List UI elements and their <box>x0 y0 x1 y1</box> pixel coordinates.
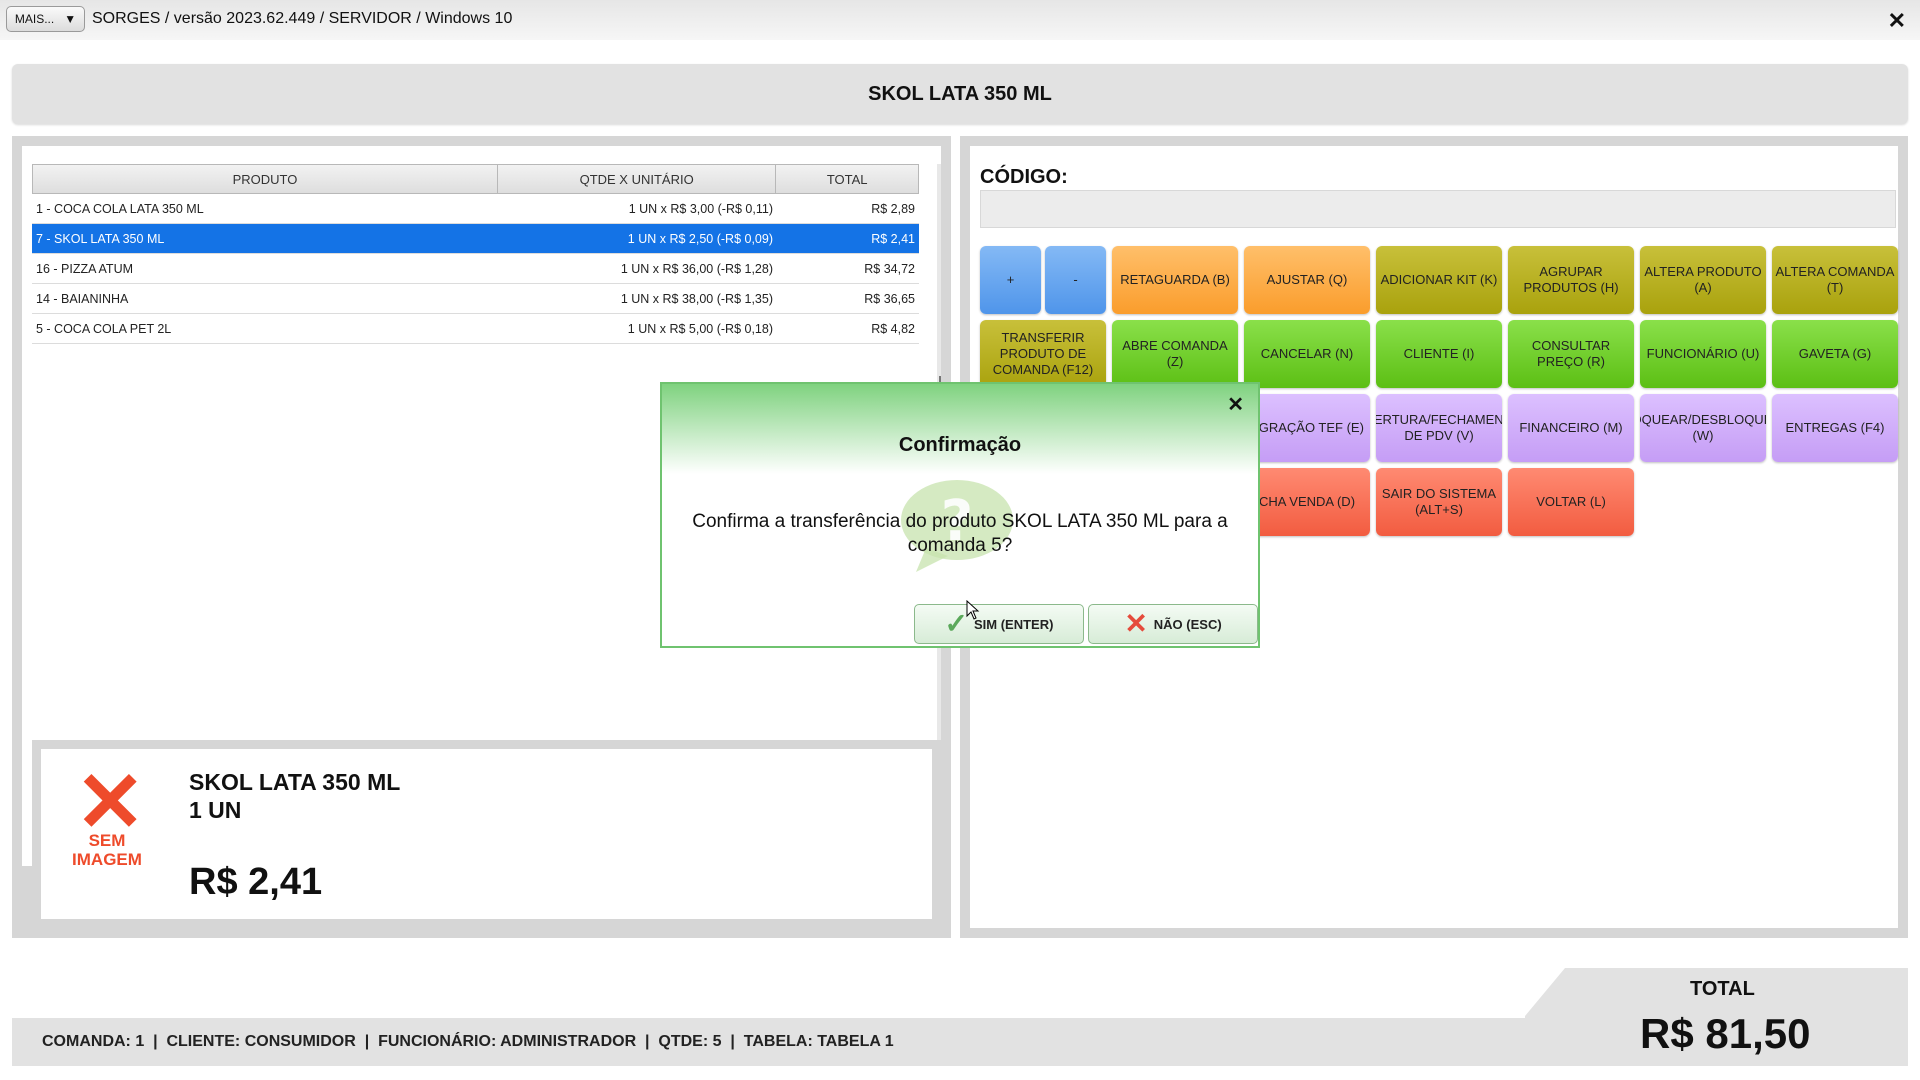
altera-produto-button[interactable]: ALTERA PRODUTO (A) <box>1640 246 1766 314</box>
detail-product-name: SKOL LATA 350 ML <box>189 769 401 795</box>
table-row[interactable]: 14 - BAIANINHA 1 UN x R$ 38,00 (-R$ 1,35… <box>32 284 919 314</box>
cell-produto: 7 - SKOL LATA 350 ML <box>36 231 165 246</box>
status-bar: COMANDA: 1 | CLIENTE: CONSUMIDOR | FUNCI… <box>12 1018 1908 1066</box>
abertura-fechamento-pdv-button[interactable]: ABERTURA/FECHAMENTO DE PDV (V) <box>1376 394 1502 462</box>
cell-total: R$ 36,65 <box>864 291 915 306</box>
table-header: PRODUTO QTDE X UNITÁRIO TOTAL <box>32 164 919 194</box>
abre-comanda-button[interactable]: ABRE COMANDA (Z) <box>1112 320 1238 388</box>
cell-qtde: 1 UN x R$ 38,00 (-R$ 1,35) <box>620 291 773 306</box>
consultar-preco-button[interactable]: CONSULTAR PREÇO (R) <box>1508 320 1634 388</box>
mouse-cursor-icon <box>966 600 980 620</box>
cell-qtde: 1 UN x R$ 2,50 (-R$ 0,09) <box>627 231 773 246</box>
table-body: 1 - COCA COLA LATA 350 ML 1 UN x R$ 3,00… <box>32 194 919 344</box>
current-product-banner: SKOL LATA 350 ML <box>12 64 1908 124</box>
sim-enter-button[interactable]: ✓ SIM (ENTER) <box>914 604 1084 644</box>
integracao-tef-button[interactable]: EGRAÇÃO TEF (E) <box>1244 394 1370 462</box>
no-image-label: SEM IMAGEM <box>72 831 142 869</box>
mais-label: MAIS... <box>14 12 55 26</box>
codigo-label: CÓDIGO: <box>980 166 1068 188</box>
voltar-button[interactable]: VOLTAR (L) <box>1508 468 1634 536</box>
agrupar-produtos-button[interactable]: AGRUPAR PRODUTOS (H) <box>1508 246 1634 314</box>
financeiro-button[interactable]: FINANCEIRO (M) <box>1508 394 1634 462</box>
fecha-venda-button[interactable]: CHA VENDA (D) <box>1244 468 1370 536</box>
chevron-down-icon: ▼ <box>64 12 77 26</box>
ajustar-button[interactable]: AJUSTAR (Q) <box>1244 246 1370 314</box>
no-image-icon: ✕ <box>75 755 146 849</box>
retaguarda-button[interactable]: RETAGUARDA (B) <box>1112 246 1238 314</box>
adicionar-kit-button[interactable]: ADICIONAR KIT (K) <box>1376 246 1502 314</box>
total-value: R$ 81,50 <box>1640 1010 1811 1057</box>
table-row[interactable]: 5 - COCA COLA PET 2L 1 UN x R$ 5,00 (-R$… <box>32 314 919 344</box>
window-close-icon[interactable]: ✕ <box>1887 8 1906 33</box>
funcionario-button[interactable]: FUNCIONÁRIO (U) <box>1640 320 1766 388</box>
cell-total: R$ 34,72 <box>864 261 915 276</box>
confirmation-dialog: ✕ Confirmação ? Confirma a transferência… <box>660 382 1260 648</box>
detail-product-qty: 1 UN <box>189 797 242 823</box>
codigo-input[interactable] <box>980 190 1896 228</box>
cell-qtde: 1 UN x R$ 3,00 (-R$ 0,11) <box>628 201 773 216</box>
dialog-title: Confirmação <box>898 434 1022 456</box>
nao-esc-button[interactable]: ✕ NÃO (ESC) <box>1088 604 1258 644</box>
entregas-button[interactable]: ENTREGAS (F4) <box>1772 394 1898 462</box>
question-bubble-icon: ? <box>901 480 1013 572</box>
title-bar: MAIS... ▼ SORGES / versão 2023.62.449 / … <box>0 0 1920 40</box>
check-icon: ✓ <box>944 608 968 639</box>
cancelar-button[interactable]: CANCELAR (N) <box>1244 320 1370 388</box>
cell-produto: 16 - PIZZA ATUM <box>36 261 134 276</box>
table-row[interactable]: 1 - COCA COLA LATA 350 ML 1 UN x R$ 3,00… <box>32 194 919 224</box>
svg-text:?: ? <box>941 489 973 554</box>
column-header-total[interactable]: TOTAL <box>826 171 868 187</box>
app-title: SORGES / versão 2023.62.449 / SERVIDOR /… <box>92 10 513 27</box>
plus-button[interactable]: + <box>980 246 1041 314</box>
cliente-button[interactable]: CLIENTE (I) <box>1376 320 1502 388</box>
total-label: TOTAL <box>1690 978 1755 1000</box>
dialog-close-icon[interactable]: ✕ <box>1227 394 1244 416</box>
cell-total: R$ 4,82 <box>871 321 915 336</box>
cell-produto: 5 - COCA COLA PET 2L <box>36 321 172 336</box>
sim-label: SIM (ENTER) <box>974 616 1054 632</box>
table-row-selected[interactable]: 7 - SKOL LATA 350 ML 1 UN x R$ 2,50 (-R$… <box>32 224 919 254</box>
dialog-message: Confirma a transferência do produto SKOL… <box>692 511 1228 556</box>
transferir-produto-button[interactable]: TRANSFERIR PRODUTO DE COMANDA (F12) <box>980 320 1106 388</box>
detail-product-price: R$ 2,41 <box>189 861 323 903</box>
cell-qtde: 1 UN x R$ 5,00 (-R$ 0,18) <box>627 321 773 336</box>
status-text: COMANDA: 1 | CLIENTE: CONSUMIDOR | FUNCI… <box>42 1033 894 1050</box>
cell-total: R$ 2,41 <box>871 231 915 246</box>
actions-inner: CÓDIGO: + - RETAGUARDA (B) AJUSTAR (Q) A… <box>970 146 1898 928</box>
cell-qtde: 1 UN x R$ 36,00 (-R$ 1,28) <box>620 261 773 276</box>
cell-total: R$ 2,89 <box>871 201 915 216</box>
bloquear-desbloquear-button[interactable]: BLOQUEAR/DESBLOQUEAR (W) <box>1640 394 1766 462</box>
actions-panel: CÓDIGO: + - RETAGUARDA (B) AJUSTAR (Q) A… <box>960 136 1908 938</box>
cell-produto: 14 - BAIANINHA <box>36 291 129 306</box>
mais-dropdown-button[interactable]: MAIS... ▼ <box>6 6 85 32</box>
nao-label: NÃO (ESC) <box>1153 616 1222 632</box>
table-row[interactable]: 16 - PIZZA ATUM 1 UN x R$ 36,00 (-R$ 1,2… <box>32 254 919 284</box>
minus-button[interactable]: - <box>1045 246 1106 314</box>
column-header-produto[interactable]: PRODUTO <box>33 165 498 193</box>
cross-icon: ✕ <box>1124 608 1148 639</box>
sair-do-sistema-button[interactable]: SAIR DO SISTEMA (ALT+S) <box>1376 468 1502 536</box>
altera-comanda-button[interactable]: ALTERA COMANDA (T) <box>1772 246 1898 314</box>
gaveta-button[interactable]: GAVETA (G) <box>1772 320 1898 388</box>
dialog-header <box>662 384 1258 474</box>
product-detail-card: ✕ SEM IMAGEM SKOL LATA 350 ML 1 UN R$ 2,… <box>32 740 941 928</box>
column-header-qtde[interactable]: QTDE X UNITÁRIO <box>498 165 777 193</box>
cell-produto: 1 - COCA COLA LATA 350 ML <box>36 201 204 216</box>
